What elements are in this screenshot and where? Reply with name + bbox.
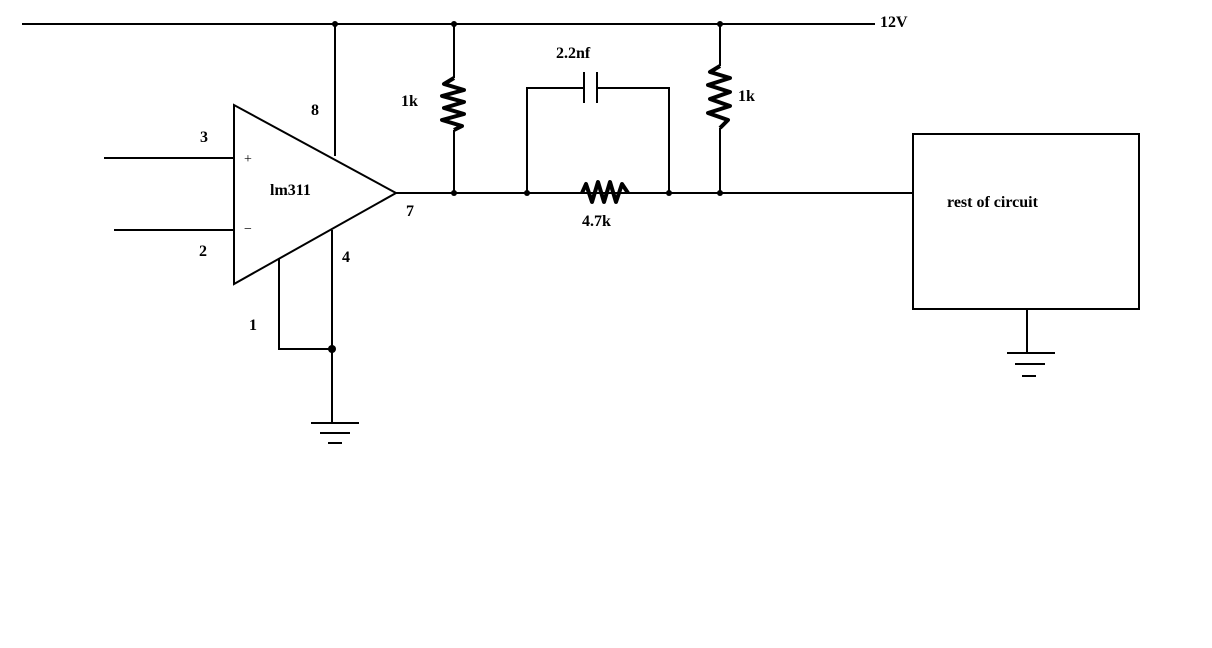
rest-of-circuit-label: rest of circuit: [947, 194, 1039, 211]
pin-8-junction: [332, 21, 338, 27]
left-pullup-bottom-junction: [451, 190, 457, 196]
ground-symbol-opamp: [311, 422, 359, 444]
pin-1-wire: [278, 258, 332, 350]
pin-3-label: 3: [200, 129, 208, 146]
pin-2-label: 2: [199, 243, 207, 260]
capacitor-wire-right: [597, 87, 670, 193]
pin-8-label: 8: [311, 102, 319, 119]
supply-label: 12V: [880, 14, 908, 31]
pin-4-label: 4: [342, 249, 350, 266]
feedback-left-junction: [524, 190, 530, 196]
right-pullup-resistor: [706, 64, 732, 130]
feedback-right-junction: [666, 190, 672, 196]
inverting-symbol: −: [244, 222, 252, 237]
feedback-resistor-value: 4.7k: [582, 213, 611, 230]
left-pullup-top-junction: [451, 21, 457, 27]
ground-symbol-block: [1007, 352, 1055, 377]
left-pullup-value: 1k: [401, 93, 418, 110]
feedback-resistor: [580, 180, 630, 204]
pin-1-junction: [328, 345, 336, 353]
capacitor-value: 2.2nf: [556, 45, 591, 62]
opamp-triangle: [233, 103, 399, 286]
pin-7-label: 7: [406, 203, 414, 220]
opamp-name: lm311: [270, 182, 311, 199]
right-pullup-bottom-junction: [717, 190, 723, 196]
capacitor-wire-left: [526, 87, 584, 193]
left-pullup-resistor: [440, 76, 466, 132]
rest-of-circuit-block: [912, 133, 1140, 310]
noninverting-symbol: +: [244, 152, 252, 167]
pin-1-label: 1: [249, 317, 257, 334]
right-pullup-value: 1k: [738, 88, 755, 105]
right-pullup-top-junction: [717, 21, 723, 27]
